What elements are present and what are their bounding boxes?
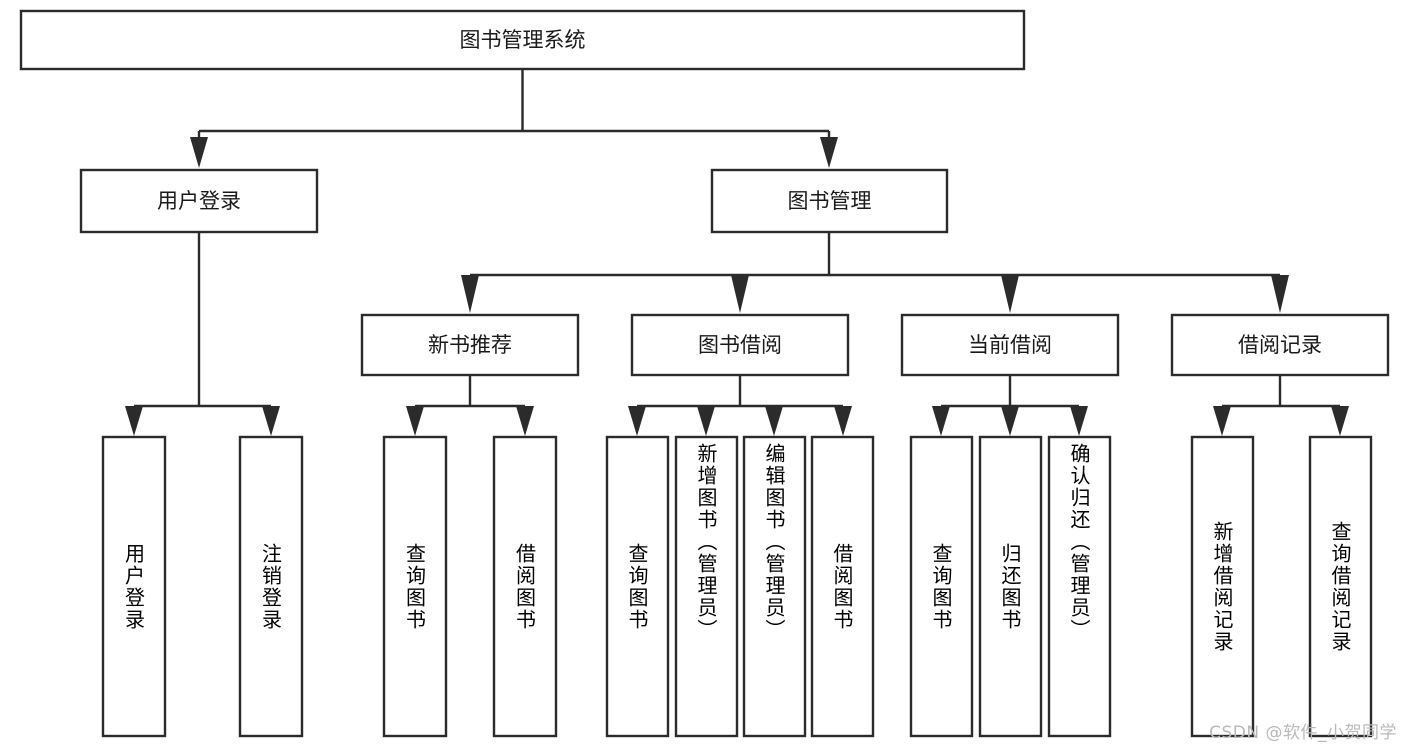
node-book-management[interactable]: 图书管理 <box>710 168 949 234</box>
connector-group-current-borrow <box>932 375 1088 436</box>
arrow-head-leaf-borrow-book-2 <box>834 406 852 436</box>
arrow-head-leaf-query-book-2 <box>628 406 646 436</box>
node-root[interactable]: 图书管理系统 <box>19 9 1026 71</box>
node-current-borrow-label: 当前借阅 <box>968 333 1052 357</box>
node-current-borrow[interactable]: 当前借阅 <box>900 313 1120 377</box>
node-root-box[interactable] <box>19 9 1026 71</box>
node-leaf-user-logout-label: 注销登录 <box>258 542 283 631</box>
node-leaf-user-login-box[interactable] <box>101 435 167 738</box>
node-leaf-return-book[interactable]: 归还图书 <box>978 435 1043 738</box>
node-user-login-box[interactable] <box>79 168 319 234</box>
node-leaf-query-record-label: 查询借阅记录 <box>1328 520 1352 653</box>
arrow-head-leaf-user-logout <box>262 406 280 436</box>
connector-group-root <box>190 69 838 168</box>
node-current-borrow-box[interactable] <box>900 313 1120 377</box>
node-leaf-borrow-book-1-box[interactable] <box>492 435 558 738</box>
node-book-borrow-label: 图书借阅 <box>698 333 782 357</box>
arrow-head-leaf-add-book <box>697 406 715 436</box>
node-new-book-recommend-label: 新书推荐 <box>428 333 512 357</box>
node-leaf-user-logout-box[interactable] <box>238 435 304 738</box>
arrow-head-user-login <box>190 137 208 168</box>
arrow-head-book-borrow <box>731 275 749 313</box>
connector-group-book-borrow <box>628 375 852 436</box>
node-book-borrow-box[interactable] <box>630 313 850 377</box>
node-leaf-add-record[interactable]: 新增借阅记录 <box>1190 435 1255 738</box>
arrow-head-book-management <box>820 137 838 168</box>
node-leaf-borrow-book-1-label: 借阅图书 <box>512 542 537 631</box>
node-leaf-add-book-label: 新增图书（管理员） <box>694 443 718 641</box>
node-leaf-return-book-box[interactable] <box>978 435 1043 738</box>
node-leaf-query-record[interactable]: 查询借阅记录 <box>1308 435 1373 738</box>
node-leaf-query-book-3-label: 查询图书 <box>929 542 953 631</box>
node-leaf-edit-book-box[interactable] <box>742 435 807 738</box>
node-leaf-add-book-box[interactable] <box>674 435 739 738</box>
node-leaf-user-login[interactable]: 用户登录 <box>101 435 167 738</box>
node-leaf-borrow-book-2-box[interactable] <box>810 435 875 738</box>
node-leaf-add-book[interactable]: 新增图书（管理员） <box>674 435 739 738</box>
node-book-management-box[interactable] <box>710 168 949 234</box>
arrow-head-leaf-add-record <box>1213 406 1231 436</box>
node-user-login-label: 用户登录 <box>157 189 241 213</box>
connector-group-borrow-record <box>1213 375 1349 436</box>
arrow-head-current-borrow <box>1001 275 1019 313</box>
node-leaf-user-login-label: 用户登录 <box>121 542 146 631</box>
node-leaf-borrow-book-2[interactable]: 借阅图书 <box>810 435 875 738</box>
node-root-label: 图书管理系统 <box>460 28 586 52</box>
connector-group-new-book-recommend <box>406 375 534 436</box>
node-book-management-label: 图书管理 <box>788 189 872 213</box>
node-leaf-edit-book[interactable]: 编辑图书（管理员） <box>742 435 807 738</box>
arrow-head-new-book-recommend <box>461 275 479 313</box>
node-leaf-user-logout[interactable]: 注销登录 <box>238 435 304 738</box>
node-leaf-query-book-2-box[interactable] <box>605 435 670 738</box>
node-leaf-confirm-return-label: 确认归还（管理员） <box>1067 443 1091 641</box>
node-leaf-query-book-1-box[interactable] <box>382 435 448 738</box>
node-leaf-query-book-3-box[interactable] <box>909 435 974 738</box>
node-new-book-recommend[interactable]: 新书推荐 <box>360 313 580 377</box>
arrow-head-leaf-edit-book <box>765 406 783 436</box>
connector-group-user-login <box>125 232 280 436</box>
node-leaf-query-book-2[interactable]: 查询图书 <box>605 435 670 738</box>
node-leaf-query-book-1[interactable]: 查询图书 <box>382 435 448 738</box>
arrow-head-leaf-query-book-1 <box>406 406 424 436</box>
arrow-head-leaf-return-book <box>1001 406 1019 436</box>
node-leaf-query-book-1-label: 查询图书 <box>402 542 427 631</box>
arrow-head-leaf-borrow-book-1 <box>516 406 534 436</box>
node-leaf-query-book-3[interactable]: 查询图书 <box>909 435 974 738</box>
node-borrow-record[interactable]: 借阅记录 <box>1170 313 1390 377</box>
node-leaf-add-record-label: 新增借阅记录 <box>1210 520 1234 653</box>
node-leaf-confirm-return[interactable]: 确认归还（管理员） <box>1047 435 1112 738</box>
arrow-head-borrow-record <box>1271 275 1289 313</box>
connector-group-book-management <box>461 232 1289 313</box>
node-borrow-record-label: 借阅记录 <box>1238 333 1322 357</box>
arrow-head-leaf-query-record <box>1331 406 1349 436</box>
arrow-head-leaf-confirm-return <box>1070 406 1088 436</box>
node-leaf-edit-book-label: 编辑图书（管理员） <box>762 443 786 641</box>
node-borrow-record-box[interactable] <box>1170 313 1390 377</box>
arrow-head-leaf-query-book-3 <box>932 406 950 436</box>
node-leaf-confirm-return-box[interactable] <box>1047 435 1112 738</box>
node-leaf-query-record-box[interactable] <box>1308 435 1373 738</box>
node-user-login[interactable]: 用户登录 <box>79 168 319 234</box>
node-new-book-recommend-box[interactable] <box>360 313 580 377</box>
node-leaf-add-record-box[interactable] <box>1190 435 1255 738</box>
arrow-head-leaf-user-login <box>125 406 143 436</box>
node-book-borrow[interactable]: 图书借阅 <box>630 313 850 377</box>
node-leaf-return-book-label: 归还图书 <box>998 542 1022 631</box>
node-leaf-borrow-book-1[interactable]: 借阅图书 <box>492 435 558 738</box>
node-leaf-query-book-2-label: 查询图书 <box>625 542 649 631</box>
node-leaf-borrow-book-2-label: 借阅图书 <box>830 542 854 631</box>
